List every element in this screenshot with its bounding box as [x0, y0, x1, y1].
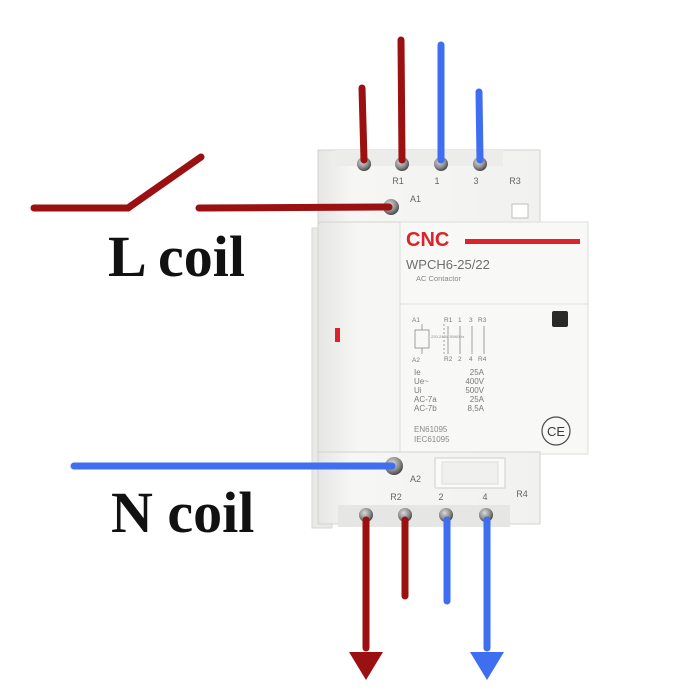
front-panel — [399, 221, 589, 455]
wire-neutral-top-2 — [475, 88, 484, 164]
schematic-4: 4 — [469, 356, 473, 363]
brand-logo: CNC — [406, 229, 449, 251]
spec-name-ac7b: AC-7b — [414, 404, 437, 413]
screw-top-4 — [473, 157, 487, 171]
spec-value-ac7a: 25A — [470, 395, 485, 404]
schematic-r3: R3 — [478, 317, 487, 324]
standard-en: EN61095 — [414, 425, 448, 434]
upper-block-top-ridge — [335, 150, 503, 166]
internal-schematic — [414, 324, 485, 356]
screw-bottom-2 — [398, 508, 412, 522]
model-number: WPCH6-25/22 — [406, 257, 490, 272]
schematic-r2: R2 — [444, 356, 453, 363]
brand-red-bar — [465, 239, 580, 244]
screw-top-3 — [434, 157, 448, 171]
schematic-r1: R1 — [444, 317, 453, 324]
switch-wire-out — [195, 203, 393, 212]
terminal-label-2: 2 — [438, 492, 443, 502]
terminal-label-r2: R2 — [390, 492, 402, 502]
switch-blade — [124, 153, 205, 212]
indicator-slider — [441, 461, 499, 485]
screw-top-2 — [395, 157, 409, 171]
ce-mark: CE — [547, 424, 565, 439]
terminal-label-1: 1 — [434, 176, 439, 186]
lower-block-bottom-ridge — [338, 505, 510, 527]
schematic-coil-rating: 220-240V 50/60Hz — [431, 334, 464, 339]
spec-value-ac7b: 8,5A — [468, 404, 485, 413]
device-type: AC Contactor — [416, 274, 462, 283]
spec-name-ie: Ie — [414, 368, 421, 377]
terminal-label-r3: R3 — [509, 176, 521, 186]
terminal-label-a2: A2 — [410, 474, 421, 484]
schematic-1: 1 — [458, 317, 462, 324]
schematic-a2: A2 — [412, 357, 420, 364]
spec-name-ac7a: AC-7a — [414, 395, 437, 404]
manual-test-button — [552, 311, 568, 327]
schematic-2: 2 — [458, 356, 462, 363]
wires — [30, 36, 504, 680]
wire-line-top-1 — [358, 84, 368, 164]
spec-name-ue: Ue~ — [414, 377, 429, 386]
schematic-3: 3 — [469, 317, 473, 324]
upper-tab — [511, 203, 529, 219]
l-coil-label: L coil — [108, 224, 245, 289]
spec-name-ui: Ui — [414, 386, 422, 395]
terminal-label-3: 3 — [473, 176, 478, 186]
spec-value-ue: 400V — [465, 377, 484, 386]
schematic-a1: A1 — [412, 317, 420, 324]
arrow-neutral-bottom — [470, 652, 504, 680]
n-coil-label: N coil — [111, 480, 255, 545]
terminal-label-r1: R1 — [392, 176, 404, 186]
screw-top-1 — [357, 157, 371, 171]
standard-iec: IEC61095 — [414, 435, 450, 444]
spec-value-ui: 500V — [465, 386, 484, 395]
spec-value-ie: 25A — [470, 368, 485, 377]
terminal-label-4: 4 — [482, 492, 487, 502]
ce-mark-ring — [541, 416, 571, 446]
screw-bottom-1 — [359, 508, 373, 522]
schematic-r4: R4 — [478, 356, 487, 363]
red-side-marker — [335, 328, 340, 342]
spec-table: Ie 25A Ue~ 400V Ui 500V AC-7a 25A AC-7b … — [414, 368, 485, 413]
terminal-label-a1: A1 — [410, 194, 421, 204]
arrow-line-bottom — [349, 652, 383, 680]
terminal-label-r4: R4 — [516, 489, 528, 499]
wire-line-top-2 — [397, 36, 406, 164]
